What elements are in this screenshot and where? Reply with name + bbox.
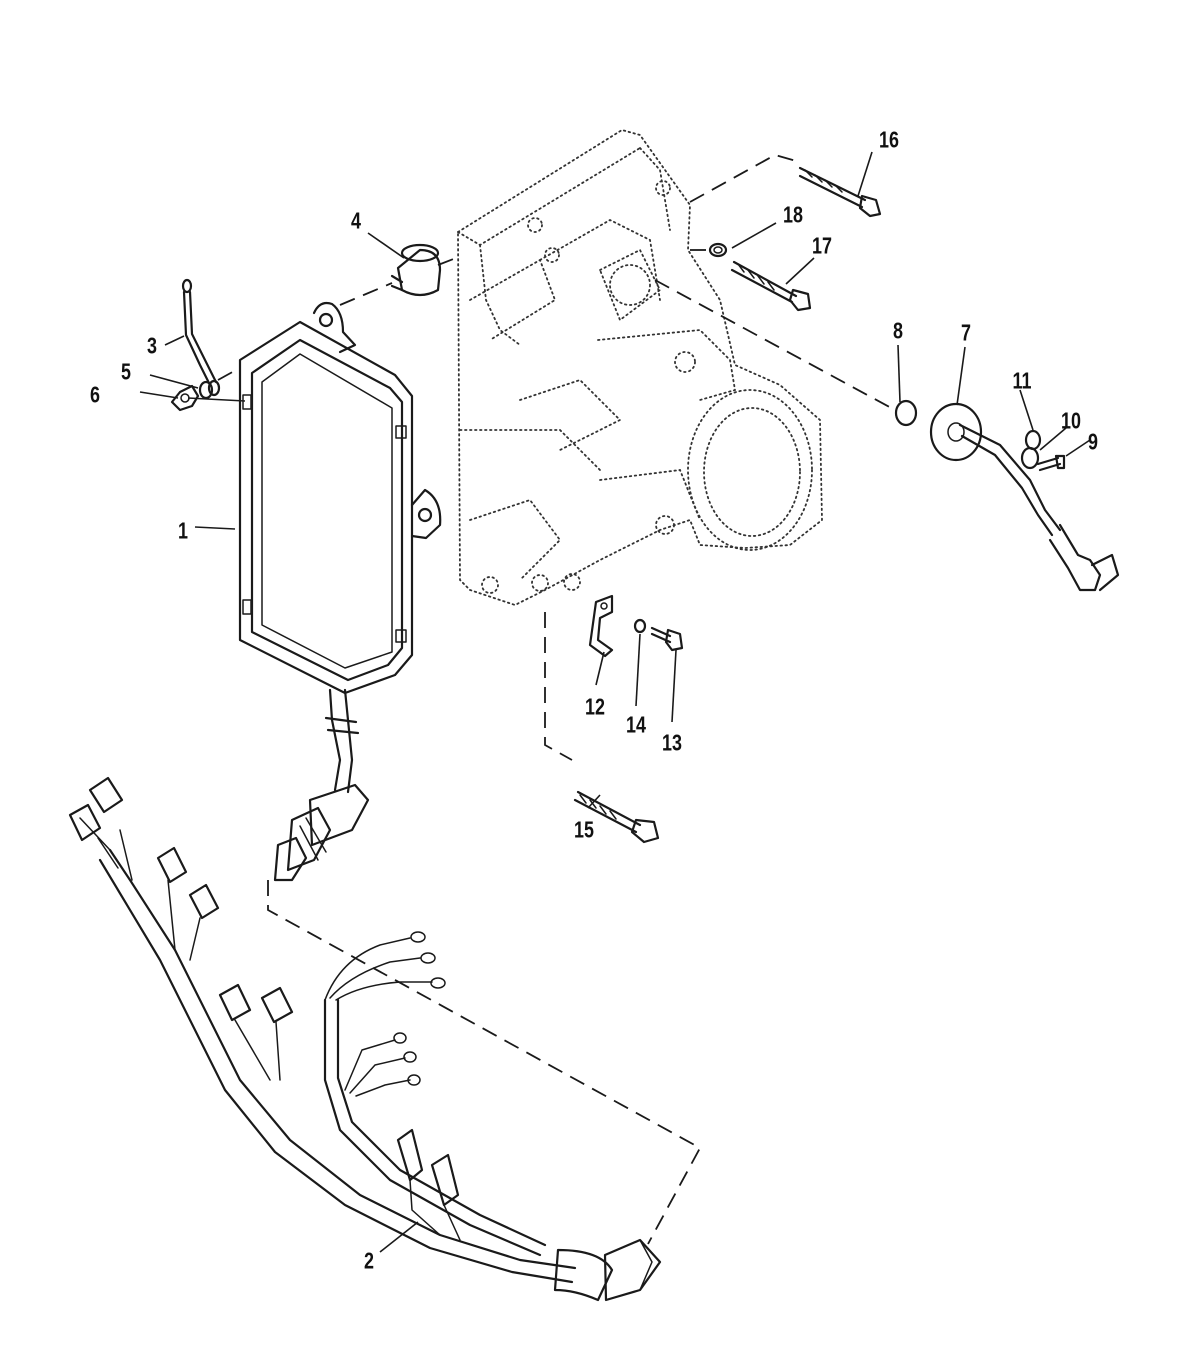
module-cable-connector [273,688,370,882]
part-label-9: 9 [1088,428,1098,455]
leader-lines [139,151,1091,1253]
part-label-8: 8 [893,317,903,344]
part-label-11: 11 [1012,367,1032,394]
part-label-1: 1 [178,517,188,544]
part-label-14: 14 [626,711,646,738]
part-label-17: 17 [812,232,832,259]
alignment-lines [217,154,896,1245]
part-label-4: 4 [351,207,361,234]
part-label-16: 16 [879,126,899,153]
bolt-lower [573,790,660,844]
part-label-2: 2 [364,1247,374,1274]
ground-lead [181,278,221,397]
part-label-3: 3 [147,332,157,359]
sensor-assembly [894,399,1120,592]
part-label-18: 18 [783,201,803,228]
clamp-screw [588,594,684,658]
bracket-housing-phantom [457,129,823,606]
part-label-12: 12 [585,693,605,720]
bolts-upper [708,166,882,312]
part-label-13: 13 [662,729,682,756]
part-label-6: 6 [90,381,100,408]
module-box [238,301,442,695]
wiring-harness [68,776,662,1302]
part-label-10: 10 [1061,407,1081,434]
rubber-mount [390,243,442,297]
part-label-5: 5 [121,358,131,385]
part-label-7: 7 [961,319,971,346]
part-label-15: 15 [574,816,594,843]
